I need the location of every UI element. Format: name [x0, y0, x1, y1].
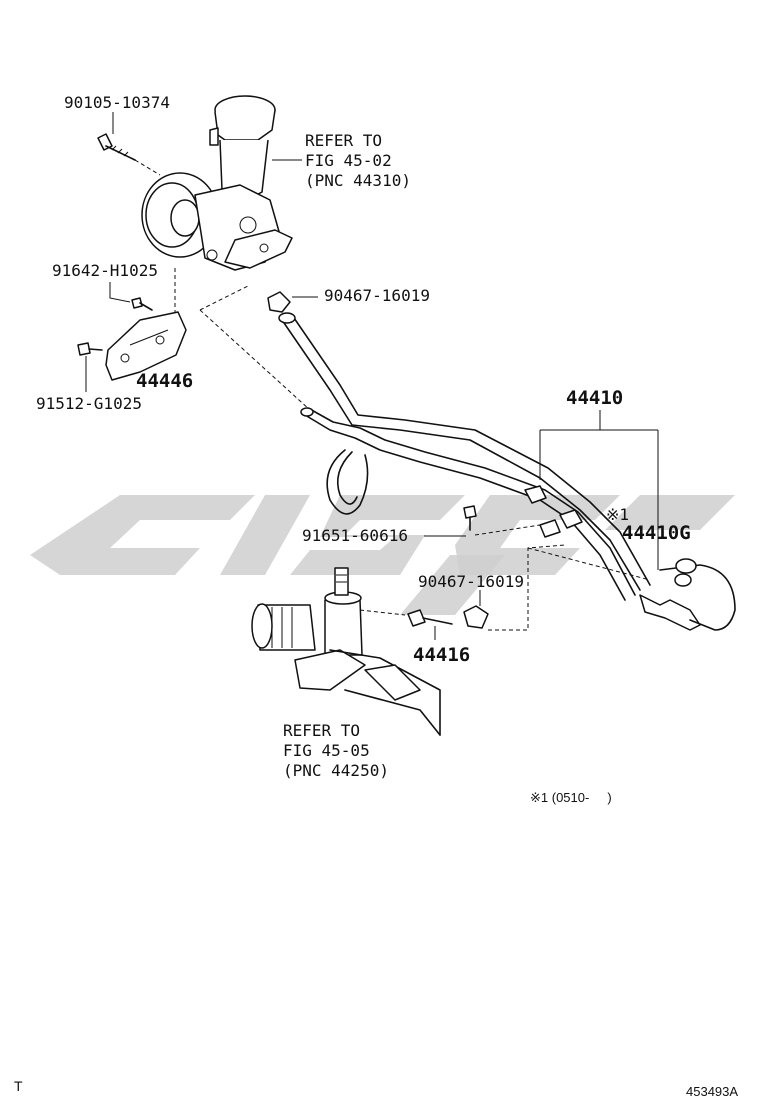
- label-clip-upper: 90467-16019: [324, 286, 430, 305]
- label-refer-pump: REFER TO FIG 45-02 (PNC 44310): [305, 131, 411, 191]
- clamp-bolt: [424, 505, 541, 537]
- label-corner-letter: T: [14, 1078, 23, 1094]
- clip-lower: [463, 544, 651, 631]
- label-refer-gear: REFER TO FIG 45-05 (PNC 44250): [283, 721, 389, 781]
- label-note-mark: ※1: [606, 505, 630, 524]
- refer-pump-line1: REFER TO: [305, 131, 383, 150]
- hose-assembly: [278, 312, 736, 631]
- hose-assy-leader: [539, 410, 659, 570]
- steering-gear: [251, 567, 441, 736]
- union-fitting: [359, 609, 453, 640]
- clip-upper: [267, 291, 318, 313]
- label-bracket-bolt-top: 91642-H1025: [52, 261, 158, 280]
- label-bracket: 44446: [136, 370, 194, 392]
- label-union: 44416: [413, 644, 471, 666]
- label-hose-assy: 44410: [566, 387, 624, 409]
- label-pump-bolt: 90105-10374: [64, 93, 170, 112]
- refer-gear-line3: (PNC 44250): [283, 761, 389, 780]
- bracket-bolt-bottom: [77, 342, 103, 392]
- power-steering-pump: [141, 95, 293, 271]
- label-clip-lower: 90467-16019: [418, 572, 524, 591]
- pump-bolt: [97, 112, 161, 176]
- label-clamp-bolt: 91651-60616: [302, 526, 408, 545]
- refer-gear-line1: REFER TO: [283, 721, 361, 740]
- label-footnote: ※1 (0510- ): [530, 790, 612, 805]
- bracket-dash-guide: [174, 268, 311, 411]
- refer-pump-line2: FIG 45-02: [305, 151, 392, 170]
- refer-pump-line3: (PNC 44310): [305, 171, 411, 190]
- pump-bracket: [105, 311, 187, 381]
- label-bracket-bolt-bottom: 91512-G1025: [36, 394, 142, 413]
- refer-gear-line2: FIG 45-05: [283, 741, 370, 760]
- label-hose-g: 44410G: [622, 522, 691, 544]
- label-figure-code: 453493A: [686, 1084, 739, 1099]
- bracket-bolt-top: [109, 282, 153, 311]
